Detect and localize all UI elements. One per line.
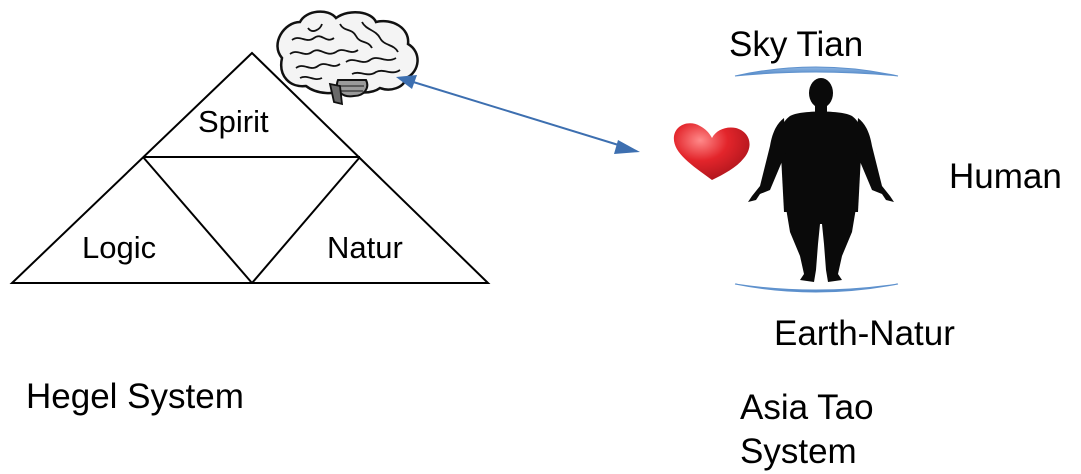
- label-sky-tian: Sky Tian: [729, 25, 864, 64]
- label-natur: Natur: [327, 230, 403, 265]
- triangle-outline: [9, 51, 491, 284]
- label-earth-natur: Earth-Natur: [774, 314, 955, 353]
- hegel-triangle: [9, 51, 491, 284]
- label-spirit: Spirit: [198, 104, 269, 139]
- human-figure-icon: [748, 78, 894, 282]
- connecting-arrow: [396, 75, 640, 154]
- label-human: Human: [949, 157, 1062, 196]
- label-logic: Logic: [82, 230, 157, 265]
- heart-icon: [673, 123, 750, 180]
- hegel-system-caption: Hegel System: [26, 377, 244, 416]
- asia-tao-system-caption: Asia Tao System: [740, 388, 874, 471]
- triangle-inner-right: [251, 156, 361, 284]
- brain-icon: [276, 10, 419, 106]
- triangle-inner-left: [142, 156, 253, 284]
- sky-arc: [734, 66, 899, 77]
- earth-arc: [734, 283, 899, 293]
